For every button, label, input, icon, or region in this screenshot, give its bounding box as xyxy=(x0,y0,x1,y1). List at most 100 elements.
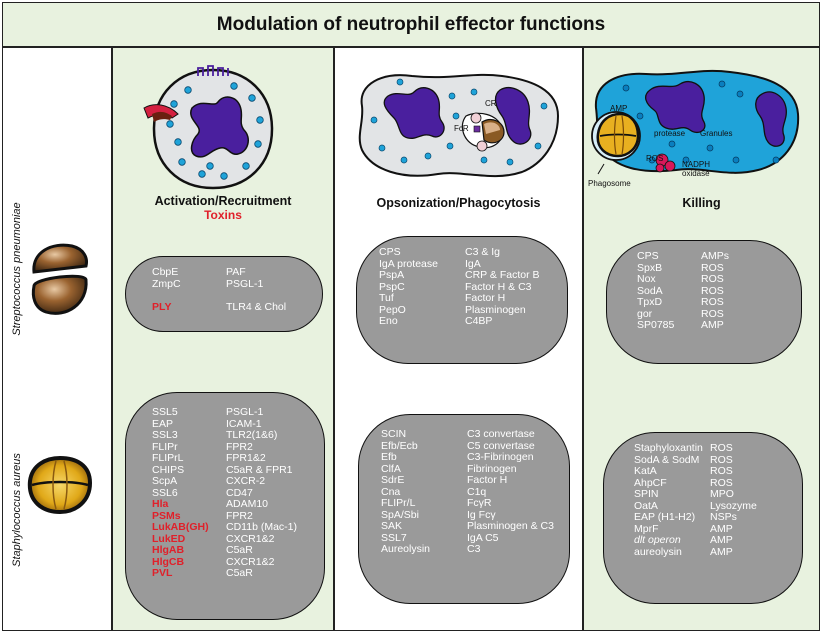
target-cell: ROS xyxy=(701,261,724,274)
factor-cell: CPS xyxy=(379,246,401,258)
factor-cell: ZmpC xyxy=(152,277,181,290)
staphylococcus-label: Staphylococcus aureus xyxy=(11,453,23,567)
fcr-label: FcR xyxy=(454,124,469,133)
target-cell: NSPs xyxy=(710,511,737,523)
factor-cell: OatA xyxy=(634,499,658,512)
factor-cell: aureolysin xyxy=(634,545,682,558)
target-cell: ROS xyxy=(701,307,724,320)
target-cell: AMP xyxy=(710,522,733,535)
factor-cell: SPIN xyxy=(634,488,659,500)
target-cell: Lysozyme xyxy=(710,499,757,512)
factor-cell: ScpA xyxy=(152,475,178,487)
factor-cell: PSMs xyxy=(152,509,181,522)
streptococcus-label: Streptococcus pneumoniae xyxy=(11,202,23,336)
factor-cell: Hla xyxy=(152,498,169,510)
figure-title: Modulation of neutrophil effector functi… xyxy=(216,13,606,35)
factor-cell: PVL xyxy=(152,567,173,579)
factor-cell: MprF xyxy=(634,522,659,535)
factor-cell: FLIPrL xyxy=(152,452,184,464)
protease-label: protease xyxy=(654,129,686,138)
target-cell: Ig Fcγ xyxy=(467,508,496,521)
table-row: MprF AMP xyxy=(634,522,757,536)
factor-cell: Staphyloxantin xyxy=(634,442,703,454)
table-row: EAP (H1-H2)NSPs xyxy=(634,511,757,524)
factor-cell: SodA xyxy=(637,284,663,297)
bacteria-column xyxy=(2,47,112,631)
target-cell: C1q xyxy=(467,485,487,498)
target-cell: AMP xyxy=(710,534,733,546)
factor-cell: AhpCF xyxy=(634,476,667,489)
target-cell: ROS xyxy=(710,442,733,454)
target-cell: IgA C5 xyxy=(467,531,499,544)
table-row: FLIPr/L FcγR xyxy=(381,497,554,510)
table-row: gor ROS xyxy=(637,307,729,321)
toxins-subtitle: Toxins xyxy=(204,208,242,222)
target-cell: ROS xyxy=(701,284,724,297)
target-cell: Factor H xyxy=(465,292,506,304)
factor-cell: HlgCB xyxy=(152,555,185,568)
table-row: PspC Factor H & C3 xyxy=(379,280,540,294)
amp-label: AMP xyxy=(610,104,628,113)
factor-cell: PspC xyxy=(379,280,405,293)
factor-cell: Eno xyxy=(379,315,398,327)
target-cell: CD47 xyxy=(226,486,253,499)
factor-cell: SP0785 xyxy=(637,319,675,331)
factor-cell: FLIPr/L xyxy=(381,497,416,509)
target-cell: FPR2 xyxy=(226,440,253,453)
target-cell: AMP xyxy=(701,319,724,331)
table-row: SSL7 IgA C5 xyxy=(381,531,554,545)
target-cell: CXCR-2 xyxy=(226,475,266,487)
factor-cell: Tuf xyxy=(379,292,394,304)
target-cell: C4BP xyxy=(465,315,493,327)
target-cell: Factor H xyxy=(467,474,508,486)
target-cell: FcγR xyxy=(467,497,492,509)
factor-cell: gor xyxy=(637,307,653,320)
staphylococcus-cell-icon xyxy=(27,455,93,515)
target-cell: C3-Fibrinogen xyxy=(467,451,534,463)
target-cell: C5aR & FPR1 xyxy=(226,463,293,476)
factor-cell: SSL3 xyxy=(152,429,178,441)
killing-title: Killing xyxy=(682,196,721,210)
table-row: Staphyloxantin ROS xyxy=(634,442,757,455)
factor-cell: Nox xyxy=(637,273,656,285)
factor-cell: SSL7 xyxy=(381,531,407,544)
target-cell: FPR2 xyxy=(226,509,253,522)
table-row: ScpA CXCR-2 xyxy=(152,475,297,488)
factor-cell: ClfA xyxy=(381,462,401,475)
nadph-oxidase-label: NADPH oxidase xyxy=(682,160,711,178)
factor-cell: IgA protease xyxy=(379,257,438,270)
ros-label: ROS xyxy=(646,154,664,163)
target-cell: Factor H & C3 xyxy=(465,280,532,293)
factor-cell: PLY xyxy=(152,300,172,313)
factor-cell: SAK xyxy=(381,520,403,532)
target-cell: CXCR1&2 xyxy=(226,532,275,545)
target-cell: Plasminogen xyxy=(465,303,526,316)
target-cell: CD11b (Mac-1) xyxy=(226,521,297,533)
factor-cell: LukAB(GH) xyxy=(152,521,209,533)
target-cell: ROS xyxy=(701,296,724,308)
table-row: SP0785 AMP xyxy=(637,319,729,332)
